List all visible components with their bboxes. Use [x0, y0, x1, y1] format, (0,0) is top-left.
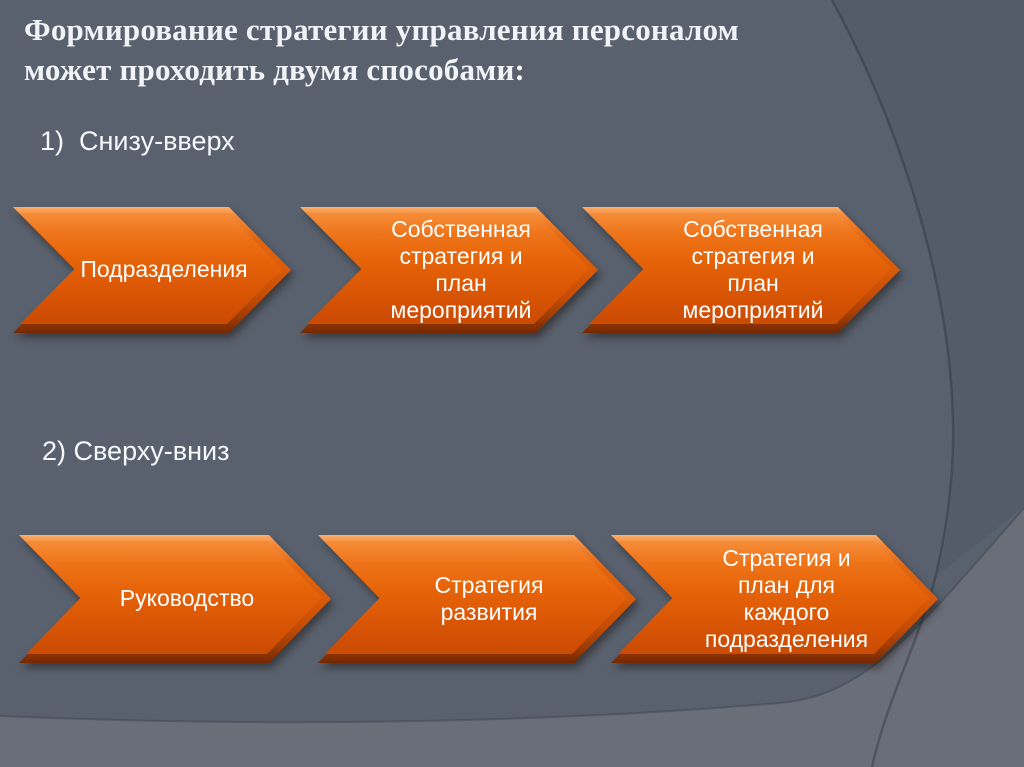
chevron-row1-own-strategy-1: Собственная стратегия и план мероприятий: [300, 207, 598, 333]
background-right-region: [832, 0, 1024, 575]
background-bottom-region: [0, 508, 1024, 767]
arrow-label: Собственная стратегия и план мероприятий: [682, 215, 824, 324]
chevron-row2-development-strategy: Стратегия развития: [318, 535, 636, 663]
section-label-top-down: 2) Сверху-вниз: [42, 436, 230, 466]
arrow-label: Стратегия и план для каждого подразделен…: [704, 544, 869, 653]
chevron-row2-management: Руководство: [19, 535, 331, 663]
chevron-row1-units: Подразделения: [13, 207, 291, 333]
arrow-label: Руководство: [119, 585, 255, 612]
background-curve-line: [0, 507, 1024, 724]
arrow-label: Собственная стратегия и план мероприятий: [390, 215, 532, 324]
background-arc-line: [830, 0, 955, 767]
slide-title: Формирование стратегии управления персон…: [24, 12, 739, 87]
chevron-row1-own-strategy-2: Собственная стратегия и план мероприятий: [582, 207, 900, 333]
arrow-label: Стратегия развития: [434, 571, 544, 625]
chevron-row2-unit-plan: Стратегия и план для каждого подразделен…: [611, 535, 938, 663]
arrow-label: Подразделения: [80, 256, 248, 283]
section-label-bottom-up: 1) Снизу-вверх: [40, 126, 235, 156]
